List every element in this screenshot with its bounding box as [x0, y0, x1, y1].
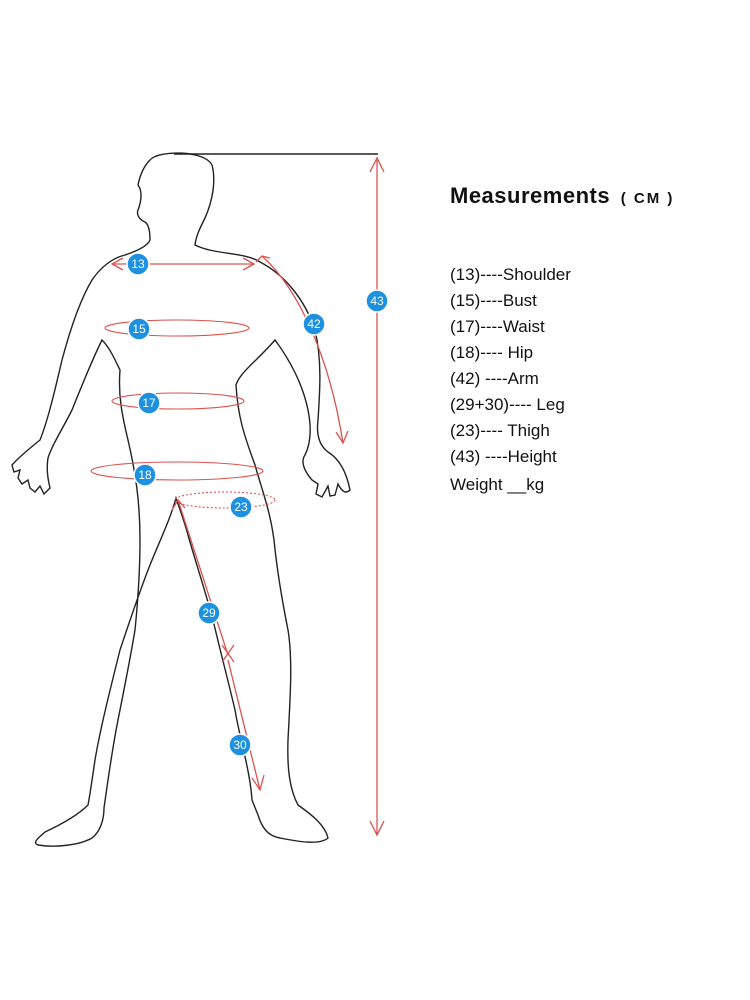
- badge-leg-lower: 30: [228, 733, 252, 757]
- title-text: Measurements: [450, 183, 611, 208]
- badge-shoulder: 13: [126, 252, 150, 276]
- thigh-ring: [174, 491, 276, 509]
- badge-leg-lower-text: 30: [233, 738, 247, 752]
- badge-waist-text: 17: [142, 396, 156, 410]
- legend-item-thigh: (23)---- Thigh: [450, 421, 550, 440]
- hip-ring: [90, 461, 264, 481]
- badge-hip-text: 18: [138, 468, 152, 482]
- badge-height: 43: [365, 289, 389, 313]
- badge-hip: 18: [133, 463, 157, 487]
- legend-item-waist: (17)----Waist: [450, 317, 545, 336]
- badge-waist: 17: [137, 391, 161, 415]
- measurements-title: Measurements ( CM ): [450, 183, 674, 209]
- badge-thigh-text: 23: [234, 500, 248, 514]
- measurement-legend: (13)----Shoulder (15)----Bust (17)----Wa…: [450, 262, 571, 470]
- legend-item-bust: (15)----Bust: [450, 291, 537, 310]
- leg-arrow: [171, 498, 265, 792]
- height-arrow: [369, 156, 385, 837]
- badge-arm-text: 42: [307, 317, 321, 331]
- legend-item-leg: (29+30)---- Leg: [450, 395, 565, 414]
- waist-ring: [111, 392, 245, 410]
- badge-bust-text: 15: [132, 322, 146, 336]
- badge-height-text: 43: [370, 294, 384, 308]
- badge-leg-upper: 29: [197, 601, 221, 625]
- unit-text: ( CM ): [620, 190, 675, 207]
- badge-shoulder-text: 13: [131, 257, 145, 271]
- legend-item-shoulder: (13)----Shoulder: [450, 265, 571, 284]
- legend-item-height: (43) ----Height: [450, 447, 557, 466]
- body-outline: [11, 152, 351, 847]
- badge-arm: 42: [302, 312, 326, 336]
- bust-ring: [104, 319, 250, 337]
- legend-item-arm: (42) ----Arm: [450, 369, 539, 388]
- badge-bust: 15: [127, 317, 151, 341]
- arm-arrow: [255, 255, 349, 445]
- legend-item-hip: (18)---- Hip: [450, 343, 534, 362]
- badge-thigh: 23: [229, 495, 253, 519]
- weight-label: Weight __kg: [450, 475, 545, 494]
- badge-leg-upper-text: 29: [202, 606, 216, 620]
